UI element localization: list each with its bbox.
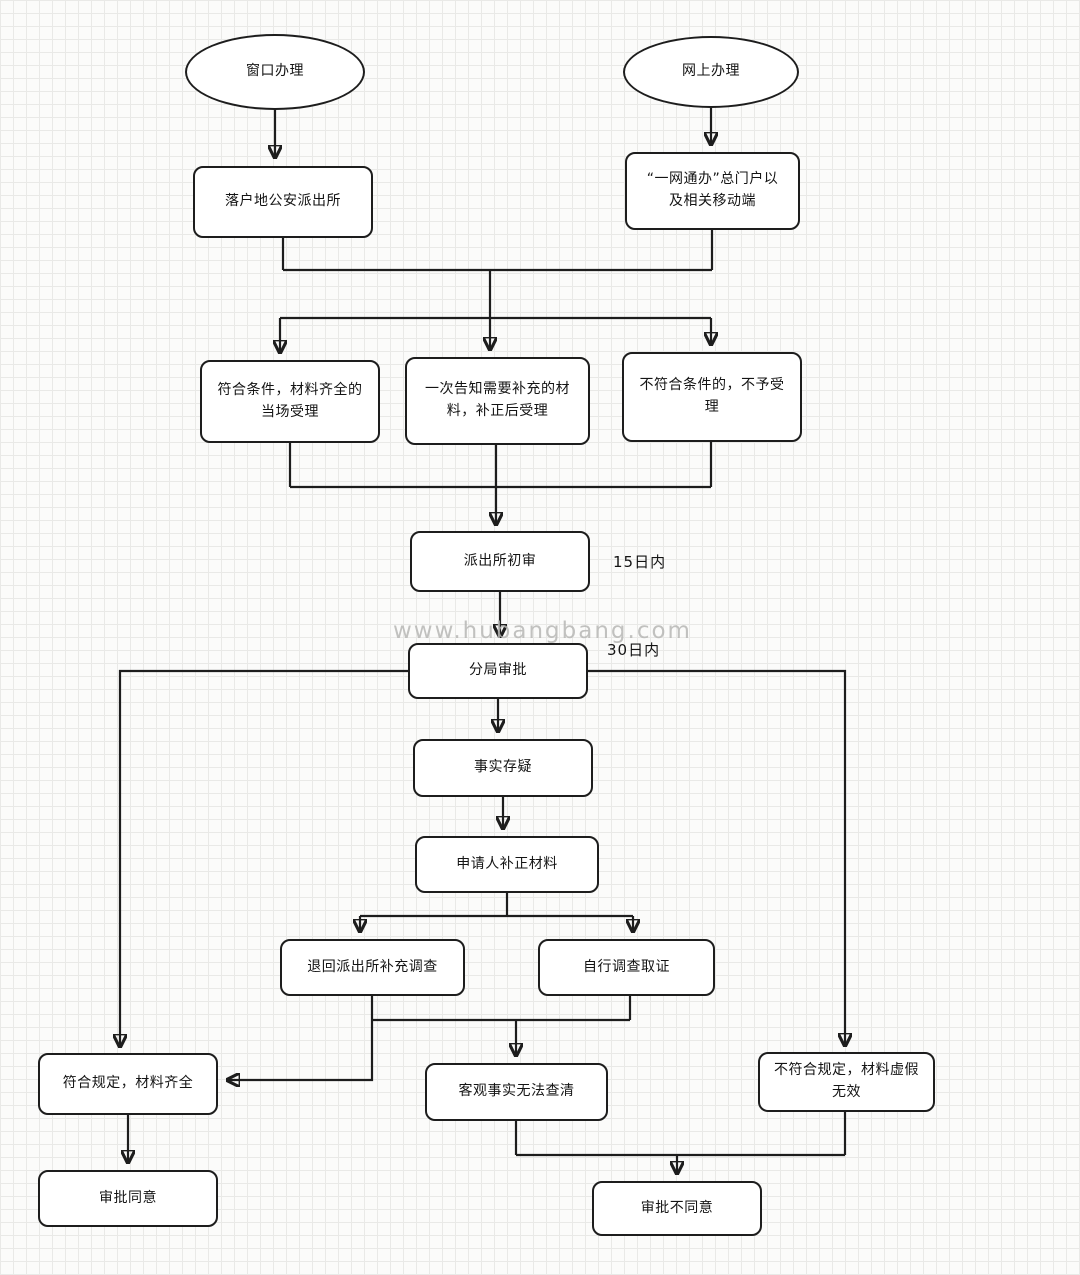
node-online-processing-label: 网上办理 [682, 63, 740, 80]
node-one-time-notice: 一次告知需要补充的材料，补正后受理 [405, 357, 590, 445]
node-one-time-notice-label: 一次告知需要补充的材料，补正后受理 [425, 381, 570, 419]
node-return-investigation: 退回派出所补充调查 [280, 939, 465, 996]
watermark-text: www.hubangbang.com [393, 618, 692, 644]
node-facts-in-doubt-label: 事实存疑 [474, 759, 532, 776]
node-police-station-label: 落户地公安派出所 [225, 193, 341, 210]
node-approved-label: 审批同意 [99, 1189, 157, 1206]
node-not-approved-label: 审批不同意 [640, 1199, 714, 1216]
node-window-processing-label: 窗口办理 [246, 63, 304, 80]
annotation-15-days: 15日内 [613, 553, 667, 571]
annotation-30-days: 30日内 [607, 641, 661, 659]
node-not-accepted-label: 不符合条件的，不予受理 [639, 377, 785, 415]
node-initial-review: 派出所初审 [410, 531, 590, 592]
node-facts-in-doubt: 事实存疑 [413, 739, 593, 797]
node-bureau-approval: 分局审批 [408, 643, 588, 699]
node-online-processing: 网上办理 [623, 36, 799, 108]
node-unverifiable-label: 客观事实无法查清 [458, 1083, 575, 1100]
node-self-investigation-label: 自行调查取证 [583, 958, 670, 975]
node-comply: 符合规定，材料齐全 [38, 1053, 218, 1115]
node-applicant-supplement: 申请人补正材料 [415, 836, 599, 893]
node-comply-label: 符合规定，材料齐全 [62, 1075, 194, 1092]
edge-bureau-to-comply [120, 669, 408, 1046]
node-not-approved: 审批不同意 [592, 1181, 762, 1236]
node-police-station: 落户地公安派出所 [193, 166, 373, 238]
node-portal-label: “一网通办”总门户以及相关移动端 [646, 171, 779, 209]
node-window-processing: 窗口办理 [185, 34, 365, 110]
node-accept-onsite: 符合条件，材料齐全的当场受理 [200, 360, 380, 443]
edge-return-to-comply [228, 996, 374, 1080]
node-bureau-approval-label: 分局审批 [469, 662, 527, 679]
node-self-investigation: 自行调查取证 [538, 939, 715, 996]
node-applicant-supplement-label: 申请人补正材料 [456, 855, 558, 872]
node-portal: “一网通办”总门户以及相关移动端 [625, 152, 800, 230]
node-unverifiable: 客观事实无法查清 [425, 1063, 608, 1121]
node-approved: 审批同意 [38, 1170, 218, 1227]
node-return-investigation-label: 退回派出所补充调查 [307, 958, 438, 975]
node-initial-review-label: 派出所初审 [463, 552, 537, 569]
edge-bureau-to-noncomply [588, 669, 845, 1045]
node-not-accepted: 不符合条件的，不予受理 [622, 352, 802, 442]
node-noncomply: 不符合规定，材料虚假无效 [758, 1052, 935, 1112]
node-accept-onsite-label: 符合条件，材料齐全的当场受理 [217, 381, 363, 420]
node-noncomply-label: 不符合规定，材料虚假无效 [774, 1062, 919, 1100]
